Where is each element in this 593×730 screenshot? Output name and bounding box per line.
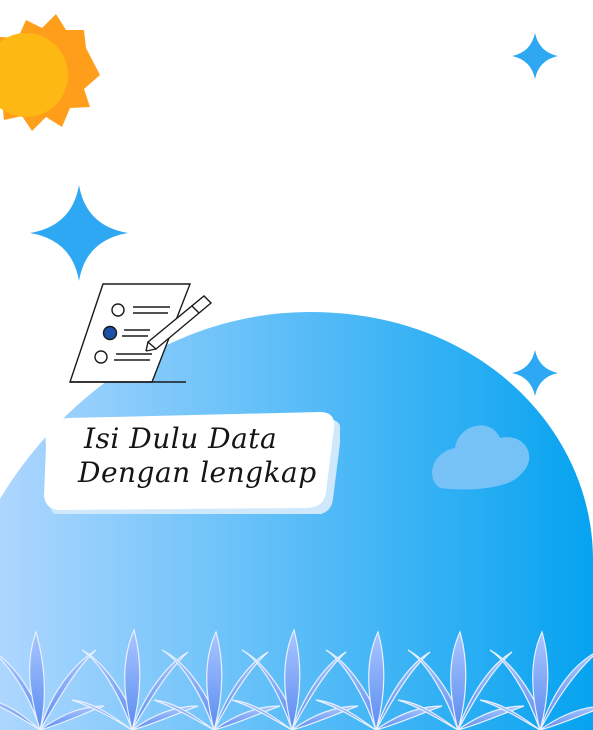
caption-line-1: Isi Dulu Data <box>84 422 278 455</box>
sparkle-icon <box>30 185 128 281</box>
sparkle-icon <box>512 33 558 79</box>
sun-icon <box>0 14 100 131</box>
cloud-icon <box>432 425 530 490</box>
caption-line-2: Dengan lengkap <box>78 456 317 489</box>
plant-icon <box>0 630 105 730</box>
plant-icon <box>315 630 443 730</box>
caption-text: Isi Dulu Data Dengan lengkap <box>78 422 318 490</box>
document-pen-icon <box>69 283 213 383</box>
plant-icon <box>479 630 593 730</box>
plant-icon <box>71 628 199 730</box>
sparkle-icon <box>512 350 558 396</box>
plant-row <box>0 628 593 730</box>
plant-icon <box>231 628 359 730</box>
caption-card <box>44 412 340 514</box>
